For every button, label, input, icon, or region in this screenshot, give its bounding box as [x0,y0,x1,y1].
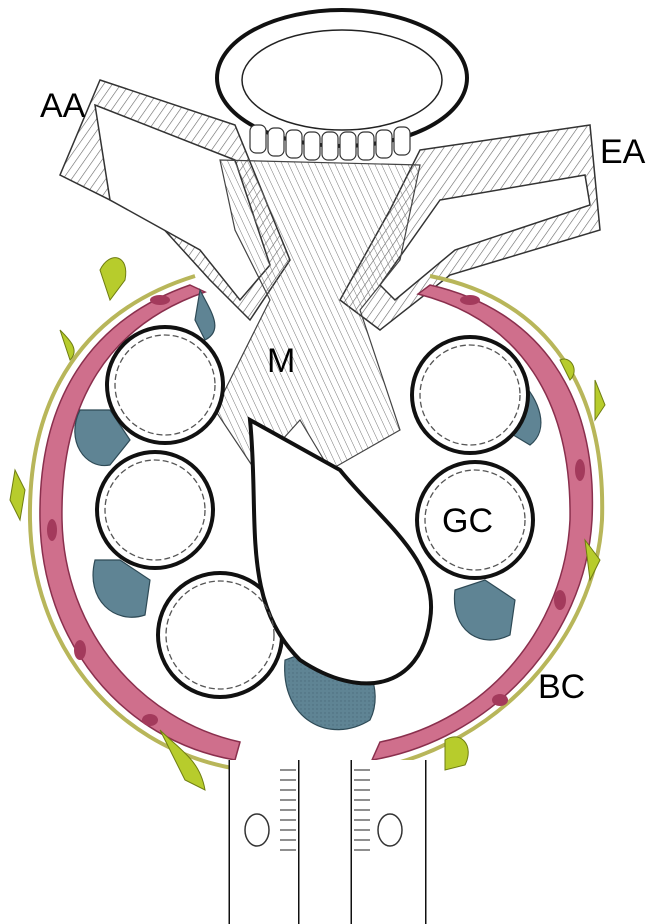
label-glomerular-capillary: GC [442,502,493,540]
proximal-tubule [230,760,425,924]
label-efferent: EA [600,133,646,171]
distal-tubule [217,10,467,160]
label-bowman-capsule: BC [538,668,585,706]
label-mesangium: M [267,342,295,380]
label-afferent: AA [40,87,86,125]
